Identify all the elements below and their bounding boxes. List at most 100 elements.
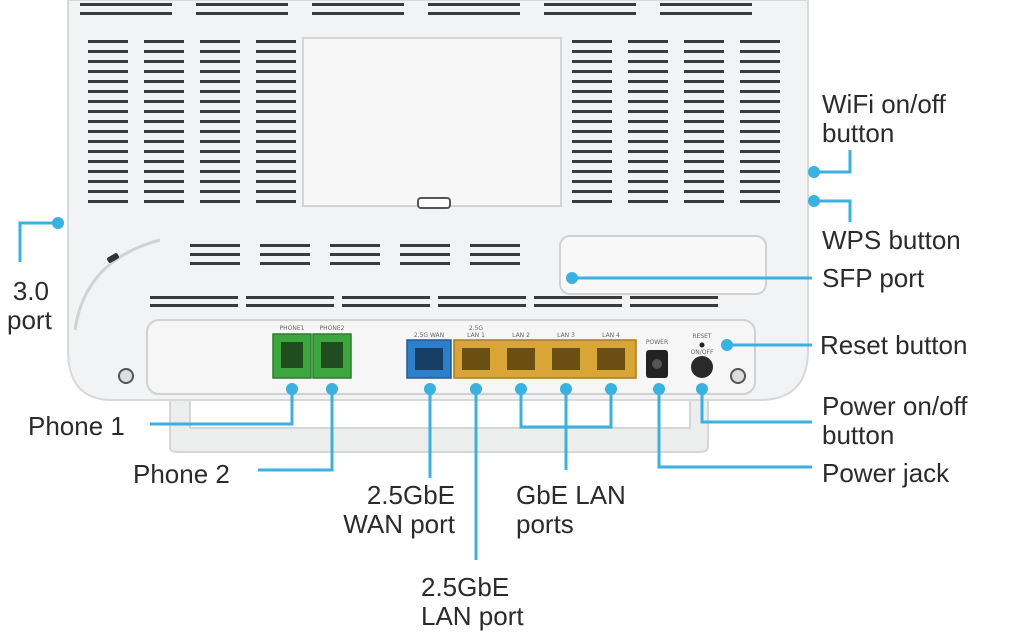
vent-slat	[144, 180, 184, 183]
vent-slat	[80, 3, 172, 6]
middle-vents	[190, 244, 520, 265]
vent-slat	[438, 304, 526, 307]
lan4-port-label: LAN 4	[602, 332, 620, 339]
vent-slat	[144, 150, 184, 153]
lan1-top-label: 2.5G	[469, 325, 484, 332]
vent-slat	[740, 60, 780, 63]
lan1-port-label: LAN 1	[467, 332, 485, 339]
sfp-port-label: SFP port	[822, 263, 925, 293]
vent-slat	[256, 160, 296, 163]
lan2-dot	[515, 383, 527, 395]
vent-slat	[246, 296, 334, 299]
phone2-jack	[321, 342, 343, 368]
vent-slat	[256, 150, 296, 153]
vent-slat	[628, 110, 668, 113]
vent-slat	[330, 262, 380, 265]
vent-slat	[330, 253, 380, 256]
wan-jack	[415, 348, 443, 370]
vent-slat	[200, 120, 240, 123]
vent-slat	[740, 190, 780, 193]
vent-slat	[312, 3, 404, 6]
vent-slat	[88, 90, 128, 93]
vent-slat	[190, 244, 240, 247]
vent-slat	[260, 262, 310, 265]
reset-pinhole	[699, 342, 705, 348]
vent-slat	[572, 80, 612, 83]
vent-slat	[572, 100, 612, 103]
vent-slat	[256, 80, 296, 83]
vent-slat	[200, 40, 240, 43]
wps-button-label: WPS button	[822, 225, 961, 255]
vent-slat	[150, 304, 238, 307]
vent-slat	[200, 150, 240, 153]
vent-slat	[684, 200, 724, 203]
vent-slat	[470, 244, 520, 247]
vent-slat	[144, 40, 184, 43]
phone2-dot	[326, 383, 338, 395]
vent-slat	[740, 100, 780, 103]
power-port-label: POWER	[646, 339, 668, 346]
vent-slat	[200, 80, 240, 83]
vent-slat	[256, 50, 296, 53]
vent-slat	[256, 180, 296, 183]
vent-slat	[342, 304, 430, 307]
vent-slat	[572, 120, 612, 123]
vent-slat	[628, 170, 668, 173]
vent-slat	[256, 90, 296, 93]
vent-slat	[628, 100, 668, 103]
vent-slat	[740, 150, 780, 153]
vent-slat	[88, 70, 128, 73]
vent-slat	[200, 180, 240, 183]
vent-slat	[256, 200, 296, 203]
vent-slat	[400, 253, 450, 256]
vent-slat	[684, 190, 724, 193]
vent-slat	[628, 40, 668, 43]
vent-slat	[684, 50, 724, 53]
vent-slat	[196, 3, 288, 6]
vent-slat	[684, 110, 724, 113]
vent-slat	[88, 140, 128, 143]
vent-slat	[200, 110, 240, 113]
vent-slat	[438, 296, 526, 299]
vent-slat	[256, 40, 296, 43]
vent-slat	[144, 130, 184, 133]
wan-port-label: 2.5G WAN	[414, 332, 444, 339]
vent-slat	[88, 130, 128, 133]
lan3-port-label: LAN 3	[557, 332, 575, 339]
vent-slat	[256, 170, 296, 173]
vent-slat	[400, 262, 450, 265]
onoff-port-label: ON/OFF	[691, 349, 714, 356]
vent-slat	[684, 90, 724, 93]
vent-slat	[684, 130, 724, 133]
vent-slat	[572, 140, 612, 143]
vent-slat	[684, 170, 724, 173]
phone2-leader	[258, 389, 334, 472]
vent-slat	[428, 12, 520, 15]
vent-slat	[684, 180, 724, 183]
vent-slat	[684, 100, 724, 103]
phone1-leader	[150, 389, 294, 426]
center-panel	[302, 37, 562, 207]
reset-port-label: RESET	[692, 333, 712, 340]
vent-slat	[740, 200, 780, 203]
power-jack-leader	[657, 389, 812, 469]
vent-slat	[256, 130, 296, 133]
power-jack-hole	[652, 359, 662, 369]
power-jack-label: Power jack	[822, 458, 950, 488]
vent-slat	[740, 90, 780, 93]
usb-dot	[52, 217, 64, 229]
vent-slat	[628, 90, 668, 93]
vent-slat	[684, 60, 724, 63]
vent-slat	[150, 296, 238, 299]
reset-button-label: Reset button	[820, 330, 968, 360]
power-onoff-dot	[696, 383, 708, 395]
panel-notch	[417, 197, 451, 209]
wifi-leader	[814, 150, 852, 174]
vent-slat	[628, 60, 668, 63]
vent-slat	[740, 130, 780, 133]
